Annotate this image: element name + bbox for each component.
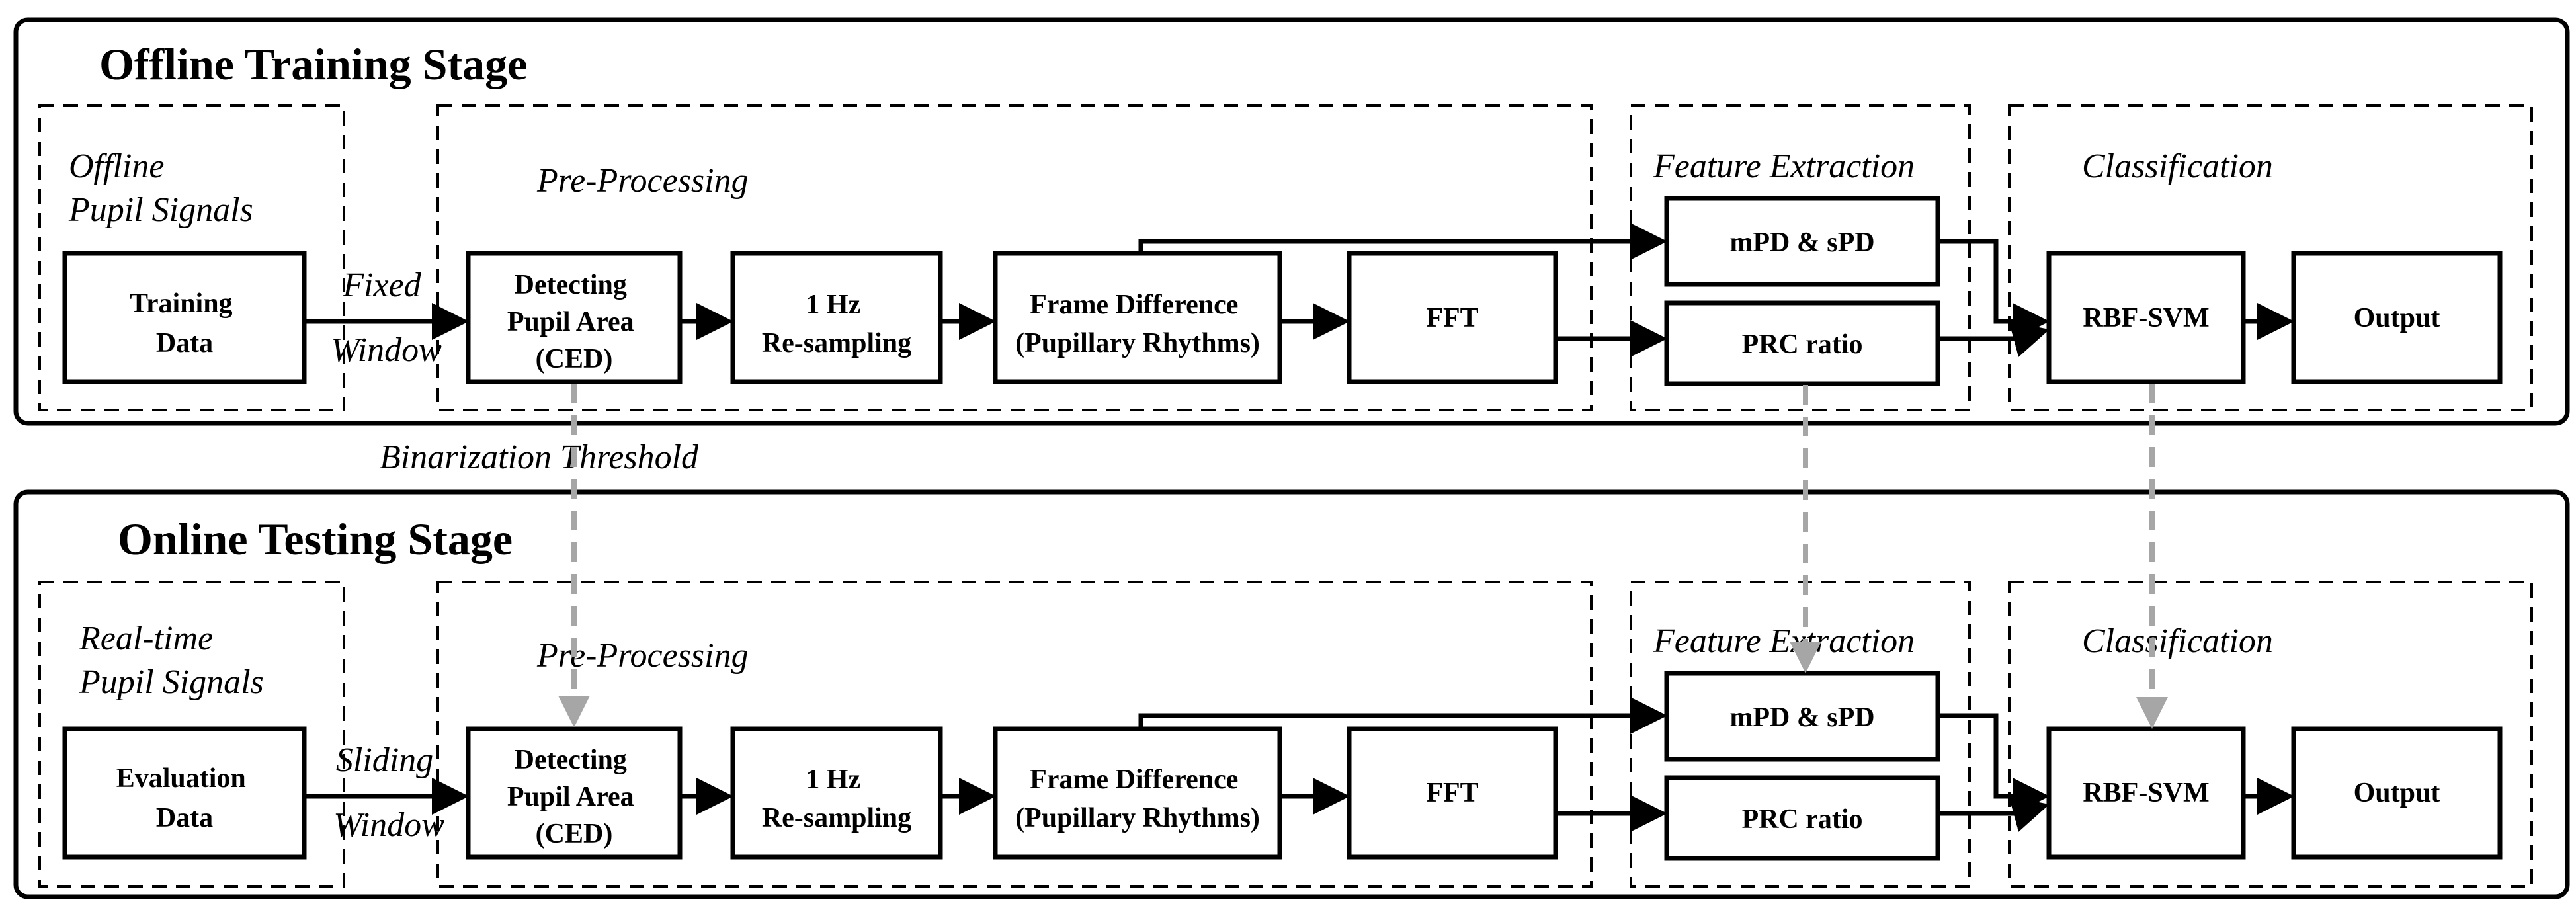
online-framediff-text: Frame Difference (Pupillary Rhythms) bbox=[1015, 765, 1260, 833]
online-detect-text: Detecting Pupil Area (CED) bbox=[507, 745, 641, 849]
online-framediff-box bbox=[993, 726, 1282, 860]
online-fft-text: FFT bbox=[1426, 778, 1478, 808]
online-classification-group bbox=[2008, 581, 2533, 888]
offline-output-text: Output bbox=[2354, 303, 2440, 333]
offline-detect-text: Detecting Pupil Area (CED) bbox=[507, 270, 641, 374]
evaluation-data-box bbox=[62, 726, 307, 860]
online-stage-frame bbox=[13, 489, 2570, 899]
arrow-framediff-to-mpd bbox=[1138, 223, 1667, 260]
online-stage-title: Online Testing Stage bbox=[118, 514, 513, 564]
online-input-label: Real-time Pupil Signals bbox=[79, 620, 264, 701]
offline-stage: Offline Training Stage Offline Pupil Sig… bbox=[13, 17, 2570, 426]
offline-framediff-box bbox=[993, 251, 1282, 384]
online-detect-box bbox=[466, 726, 683, 860]
online-resample-text: 1 Hz Re-sampling bbox=[762, 765, 911, 833]
offline-prc-text: PRC ratio bbox=[1741, 329, 1862, 360]
offline-fft-text: FFT bbox=[1426, 303, 1478, 333]
offline-svm-box bbox=[2046, 251, 2246, 384]
offline-input-label: Offline Pupil Signals bbox=[68, 147, 253, 229]
offline-stage-title: Offline Training Stage bbox=[99, 39, 527, 89]
online-feature-group bbox=[1630, 581, 1971, 888]
offline-svm-text: RBF-SVM bbox=[2083, 303, 2209, 333]
offline-classification-group bbox=[2008, 104, 2533, 411]
online-classification-label: Classification bbox=[2082, 622, 2273, 660]
evaluation-data-text: Evaluation Data bbox=[116, 763, 253, 833]
offline-framediff-text: Frame Difference (Pupillary Rhythms) bbox=[1015, 290, 1260, 358]
offline-mpd-text: mPD & sPD bbox=[1729, 228, 1874, 258]
arrow-prc-to-svm bbox=[1938, 321, 2050, 357]
offline-resample-text: 1 Hz Re-sampling bbox=[762, 290, 911, 358]
arrow-mpd-to-svm bbox=[1938, 239, 2050, 340]
online-stage: Online Testing Stage Real-time Pupil Sig… bbox=[13, 489, 2570, 899]
arrow-online-mpd-to-svm bbox=[1938, 713, 2050, 815]
training-data-box bbox=[62, 251, 307, 384]
offline-detect-box bbox=[466, 251, 683, 384]
offline-input-group bbox=[38, 104, 345, 411]
offline-classification-label: Classification bbox=[2082, 147, 2273, 185]
offline-feature-label: Feature Extraction bbox=[1653, 147, 1915, 185]
offline-stage-frame bbox=[13, 17, 2570, 426]
online-output-text: Output bbox=[2354, 778, 2440, 808]
online-input-group bbox=[38, 581, 345, 888]
online-feature-label: Feature Extraction bbox=[1653, 622, 1915, 660]
online-preprocessing-label: Pre-Processing bbox=[536, 637, 749, 675]
online-fft-box bbox=[1347, 726, 1558, 860]
offline-resample-box bbox=[730, 251, 943, 384]
offline-mpd-box bbox=[1664, 196, 1940, 287]
online-svm-text: RBF-SVM bbox=[2083, 778, 2209, 808]
online-mpd-text: mPD & sPD bbox=[1729, 702, 1874, 733]
training-data-text: Training Data bbox=[130, 288, 239, 358]
offline-output-box bbox=[2291, 251, 2503, 384]
offline-fft-box bbox=[1347, 251, 1558, 384]
fixed-window-label: Fixed Window bbox=[331, 267, 442, 369]
arrow-online-prc-to-svm bbox=[1938, 796, 2050, 832]
online-resample-box bbox=[730, 726, 943, 860]
online-preprocessing-group bbox=[436, 581, 1593, 888]
online-prc-text: PRC ratio bbox=[1741, 804, 1862, 835]
offline-preprocessing-group bbox=[436, 104, 1593, 411]
arrow-online-framediff-to-mpd bbox=[1138, 697, 1667, 734]
sliding-window-label: Sliding Window bbox=[333, 741, 444, 844]
binarization-threshold-label: Binarization Threshold bbox=[380, 438, 699, 476]
offline-preprocessing-label: Pre-Processing bbox=[536, 162, 749, 200]
